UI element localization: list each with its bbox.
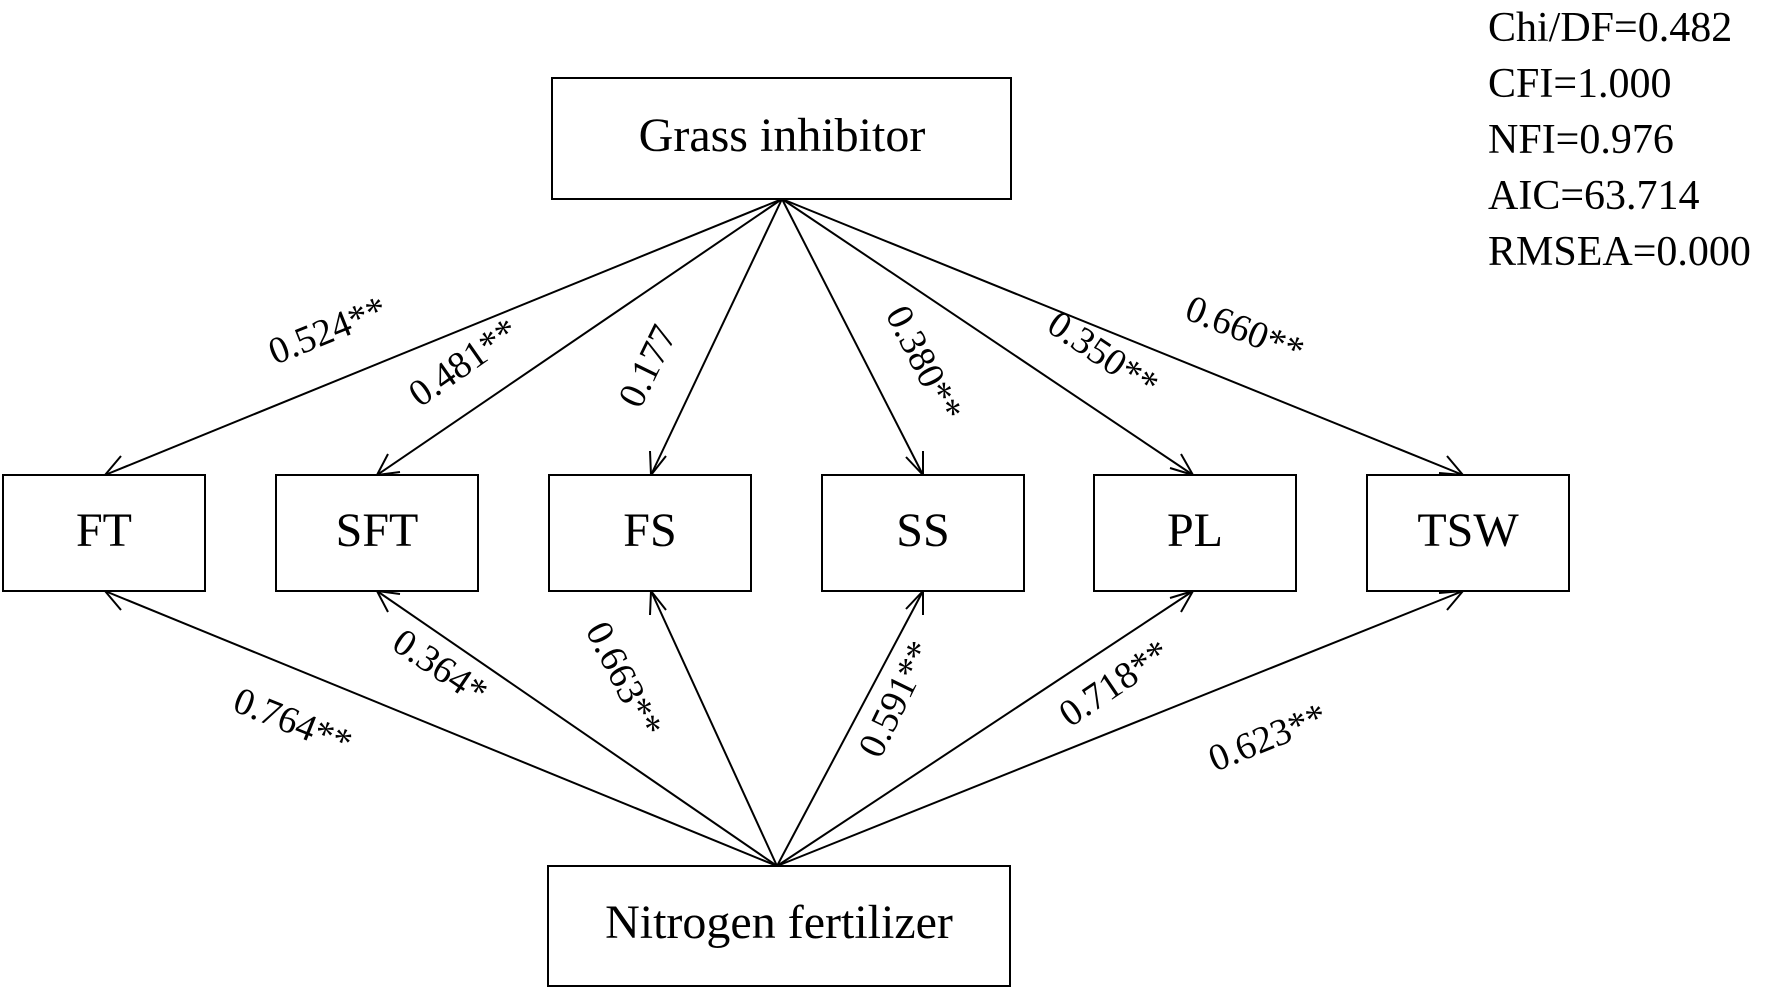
coef-gi-tsw: 0.660** [1180, 287, 1310, 372]
node-grass-inhibitor: Grass inhibitor [551, 77, 1012, 200]
node-tsw: TSW [1366, 474, 1570, 592]
fit-cfi: CFI=1.000 [1488, 61, 1672, 107]
path-nf-ft [104, 590, 778, 867]
node-label-pl: PL [1167, 504, 1223, 557]
node-ft: FT [2, 474, 206, 592]
arrowhead-gi-tsw [1438, 455, 1466, 477]
fit-rmsea: RMSEA=0.000 [1488, 229, 1751, 275]
node-label-sft: SFT [336, 504, 419, 557]
coef-gi-fs: 0.177 [610, 319, 685, 414]
path-gi-fs [650, 198, 783, 476]
path-gi-pl [781, 198, 1194, 476]
path-gi-tsw [781, 198, 1464, 476]
coef-nf-tsw: 0.623** [1203, 695, 1333, 780]
path-nf-ss [776, 590, 924, 867]
node-nitrogen-fertilizer: Nitrogen fertilizer [547, 865, 1011, 987]
coef-gi-ft: 0.524** [263, 288, 393, 373]
arrowhead-nf-tsw [1438, 589, 1466, 611]
model-fit-statistics: Chi/DF=0.482 CFI=1.000 NFI=0.976 AIC=63.… [1488, 0, 1788, 280]
node-label-fs: FS [623, 504, 676, 557]
node-label-ft: FT [76, 504, 132, 557]
path-gi-ft [104, 198, 783, 476]
fit-nfi: NFI=0.976 [1488, 117, 1674, 163]
coef-nf-ss: 0.591** [850, 635, 942, 764]
node-label-grass-inhibitor: Grass inhibitor [639, 109, 926, 162]
coef-gi-sft: 0.481** [401, 310, 526, 415]
node-fs: FS [548, 474, 752, 592]
arrowhead-nf-ss [905, 588, 924, 615]
node-pl: PL [1093, 474, 1297, 592]
coef-gi-pl: 0.350** [1040, 303, 1166, 407]
fit-chi-df: Chi/DF=0.482 [1488, 5, 1733, 51]
node-sft: SFT [275, 474, 479, 592]
fit-aic: AIC=63.714 [1488, 173, 1700, 219]
arrowhead-gi-ss [905, 451, 924, 478]
path-gi-sft [376, 198, 783, 476]
coef-nf-fs: 0.663** [577, 615, 670, 744]
coef-nf-ft: 0.764** [228, 679, 358, 764]
node-label-tsw: TSW [1417, 504, 1519, 557]
node-ss: SS [821, 474, 1025, 592]
node-label-ss: SS [896, 504, 949, 557]
path-nf-pl [776, 590, 1194, 867]
path-nf-sft [376, 590, 778, 867]
path-nf-fs [650, 590, 778, 867]
node-boxes: Grass inhibitor FT SFT FS SS PL TSW [2, 77, 1570, 987]
path-lines [104, 198, 1464, 867]
node-label-nitrogen-fertilizer: Nitrogen fertilizer [605, 896, 953, 949]
coef-nf-pl: 0.718** [1052, 632, 1178, 736]
coef-gi-ss: 0.380** [877, 299, 970, 428]
path-gi-ss [781, 198, 924, 476]
path-nf-tsw [776, 590, 1464, 867]
